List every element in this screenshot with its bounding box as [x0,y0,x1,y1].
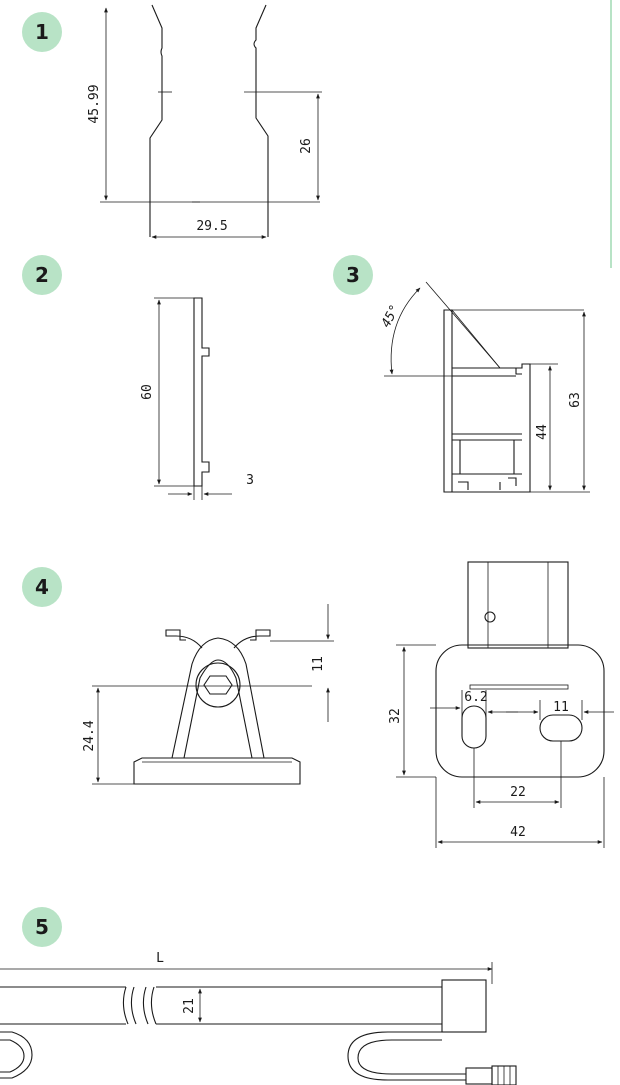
dim-6-2: 6.2 [464,690,487,705]
dim-45-99: 45.99 [87,84,102,123]
dim-11-horizontal: 11 [553,700,569,715]
dim-29-5: 29.5 [196,219,227,234]
dim-60: 60 [140,384,155,400]
dim-42: 42 [510,825,526,840]
dim-63: 63 [568,392,583,408]
figure-1-profile: 45.99 26 29.5 [87,4,322,239]
dim-11-vertical: 11 [311,656,326,672]
dim-26: 26 [299,138,314,154]
figure-5-cable: L 21 [0,951,517,1085]
badge-1: 1 [22,12,62,52]
figure-2-profile: 60 3 [140,297,254,500]
dim-44: 44 [535,424,550,440]
side-accent-rule [610,0,612,268]
dim-32: 32 [388,708,403,724]
dim-45-degrees: 45° [379,302,403,330]
badge-5: 5 [22,907,62,947]
badge-3: 3 [333,255,373,295]
badge-2: 2 [22,255,62,295]
badge-4: 4 [22,567,62,607]
dim-3: 3 [246,473,254,488]
figure-4-side-view: 24.4 11 [82,604,334,785]
figure-4-top-view: 32 6.2 11 22 42 [388,561,614,848]
dim-length-l: L [156,951,164,966]
figure-3-profile: 45° 44 63 [379,281,590,493]
dim-21: 21 [182,998,197,1014]
dim-22: 22 [510,785,526,800]
dim-24-4: 24.4 [82,720,97,751]
